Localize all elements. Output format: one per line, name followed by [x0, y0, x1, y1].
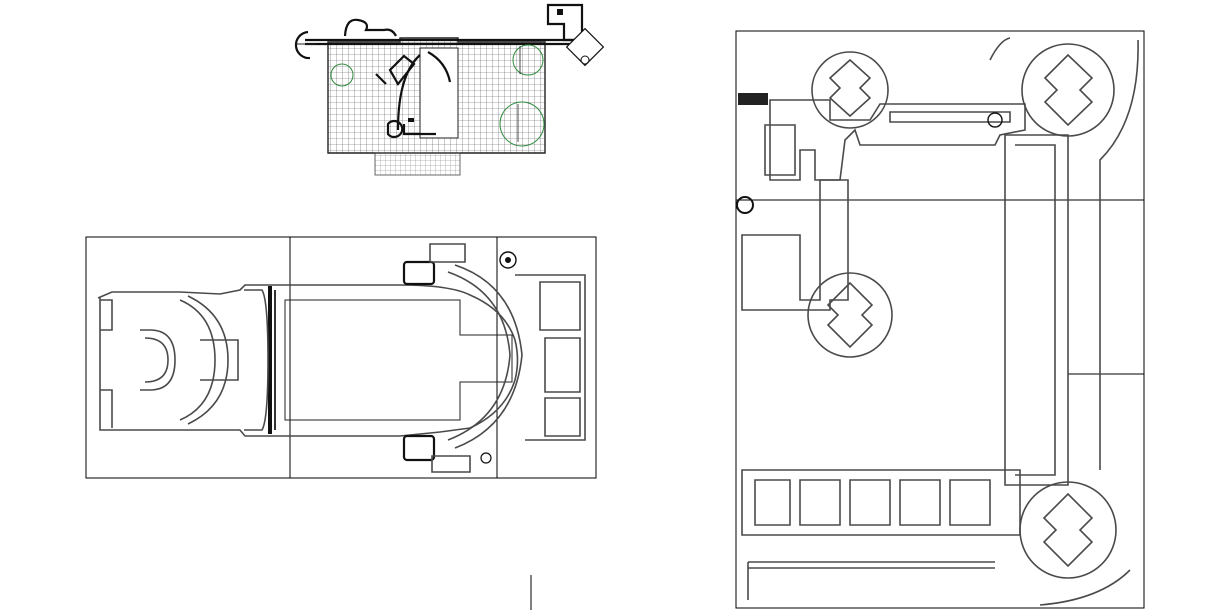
palace-tower-nw	[811, 51, 889, 129]
theater-proscenium-wall	[268, 286, 272, 434]
palace-north-wing	[769, 99, 1026, 181]
theater-frame	[85, 236, 597, 479]
pavilion-back-wall	[305, 38, 580, 46]
theater-plan	[85, 236, 597, 479]
pavilion-right-tower	[546, 3, 584, 42]
tree-icon	[330, 63, 354, 87]
pavilion-stair-grid	[374, 152, 461, 176]
pavilion-left-curve	[294, 30, 311, 60]
stair-icon	[738, 93, 768, 105]
theater-right-wing	[515, 274, 586, 441]
pavilion-plan	[294, 3, 605, 176]
palace-south-garden-wall	[747, 561, 995, 600]
pavilion-annex	[343, 18, 397, 37]
theater-outer-wall	[97, 284, 519, 437]
spiral-stair-icon	[736, 196, 754, 214]
theater-stair-tower-bottom	[402, 434, 436, 462]
palace-plan	[735, 30, 1145, 609]
palace-west-wing	[741, 179, 849, 311]
palace-tower-se	[1019, 481, 1117, 579]
palace-east-wing	[1004, 134, 1069, 486]
theater-curved-corridor	[454, 264, 523, 449]
theater-horseshoe	[140, 329, 176, 391]
theater-stage-box	[284, 299, 513, 421]
palace-tower-ne	[1021, 43, 1115, 137]
tree-icon	[499, 101, 545, 147]
palace-frame	[735, 30, 1145, 609]
pavilion-curved-wall	[396, 54, 421, 131]
palace-tower-w	[807, 272, 893, 358]
pavilion-rotated-square	[565, 27, 605, 67]
spiral-stair-icon	[987, 112, 1003, 128]
spiral-stair-icon	[499, 251, 517, 269]
theater-stair-tower-top	[402, 260, 436, 286]
pavilion-pool-void	[419, 47, 459, 139]
palace-garden-wall-ne	[989, 37, 1011, 61]
tree-icon	[512, 44, 544, 76]
